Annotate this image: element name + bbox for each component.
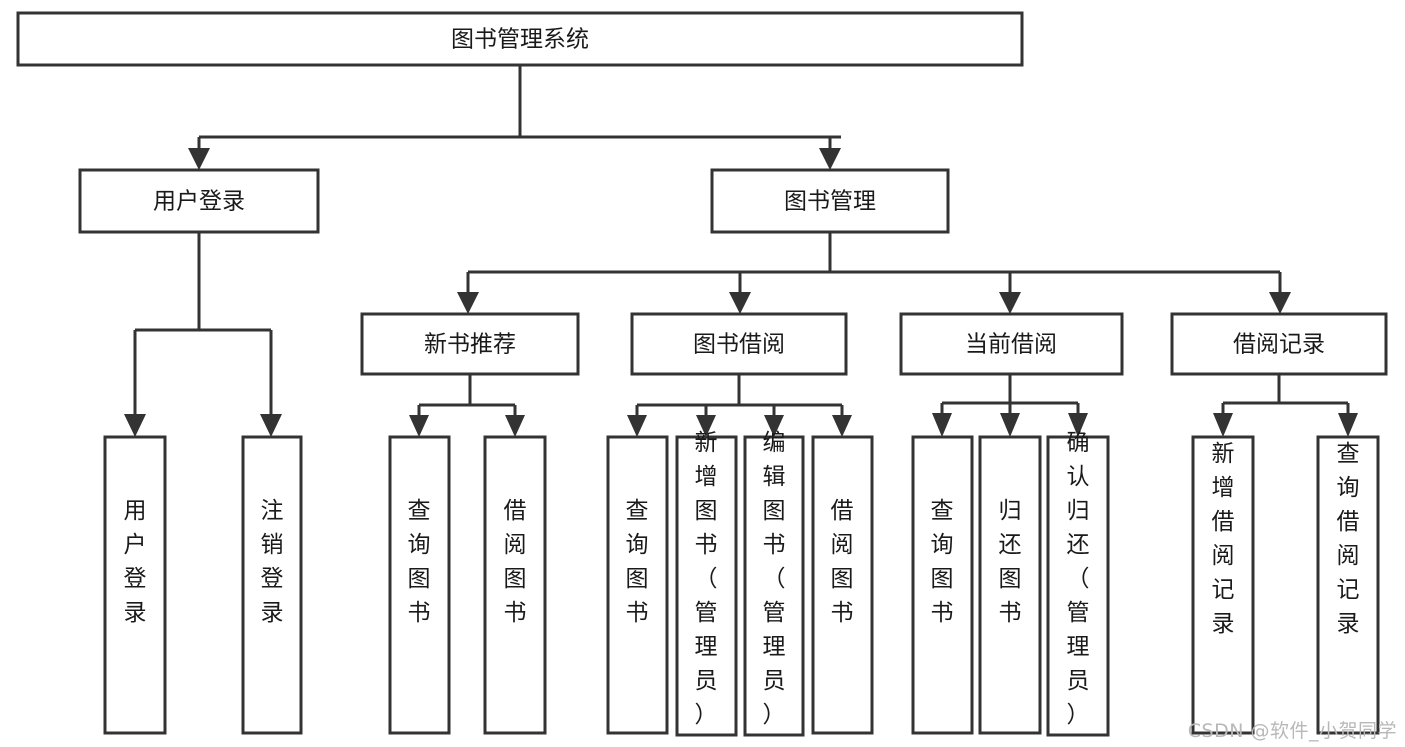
leaf-new-book-borrow-label: 借阅图书 (504, 498, 527, 626)
leaf-book-borrow-query-label: 查询图书 (626, 498, 649, 626)
node-borrow-record-box (1170, 312, 1388, 376)
leaf-current-borrow-return-label: 归还图书 (999, 498, 1022, 626)
arrow-to-leaf-user-login-2 (260, 414, 282, 437)
node-book-management-label: 图书管理 (784, 189, 876, 215)
leaf-current-borrow-confirm-label: 确认归还（管理员） (1067, 430, 1090, 728)
arrow-to-leaf-new-book-2 (505, 415, 525, 437)
leaf-current-borrow-return[interactable]: 归还图书 (978, 435, 1042, 735)
node-user-login-label: 用户登录 (153, 189, 245, 215)
arrow-to-current-borrow (999, 292, 1021, 314)
node-root-box (16, 11, 1024, 67)
leaf-current-borrow-query-box (911, 435, 974, 735)
leaf-book-borrow-query[interactable]: 查询图书 (606, 435, 669, 735)
arrow-to-leaf-borrow-record-2 (1338, 413, 1358, 437)
arrow-to-leaf-current-borrow-2 (1000, 413, 1020, 437)
node-user-login[interactable]: 用户登录 (78, 168, 320, 234)
leaf-user-login-logout-label: 注销登录 (261, 498, 284, 626)
leaf-borrow-record-query-label: 查询借阅记录 (1337, 441, 1360, 637)
arrowhead-group (124, 148, 1358, 437)
leaf-book-borrow-edit-label: 编辑图书（管理员） (763, 430, 786, 728)
node-borrow-record-label: 借阅记录 (1233, 332, 1325, 358)
node-root[interactable]: 图书管理系统 (16, 11, 1024, 67)
arrow-to-leaf-book-borrow-2 (696, 415, 716, 437)
leaf-book-borrow-query-box (606, 435, 669, 735)
node-book-borrow[interactable]: 图书借阅 (630, 312, 848, 376)
leaf-current-borrow-return-box (978, 435, 1042, 735)
leaf-new-book-query-label: 查询图书 (408, 498, 431, 626)
leaf-user-login-login[interactable]: 用户登录 (103, 435, 167, 735)
arrow-to-leaf-book-borrow-4 (832, 415, 852, 437)
leaf-borrow-record-add[interactable]: 新增借阅记录 (1191, 435, 1255, 735)
leaf-user-login-logout-box (241, 435, 303, 735)
node-user-login-box (78, 168, 320, 234)
leaf-book-borrow-edit-box (743, 435, 805, 737)
leaf-new-book-borrow-box (483, 435, 547, 735)
node-new-book-recommend[interactable]: 新书推荐 (360, 312, 580, 376)
leaf-user-login-login-label: 用户登录 (124, 498, 147, 626)
arrow-to-leaf-book-borrow-1 (627, 415, 647, 437)
arrow-to-book-borrow (729, 292, 751, 314)
arrow-to-borrow-record (1269, 292, 1291, 314)
arrow-to-user-login (188, 148, 210, 170)
node-new-book-recommend-box (360, 312, 580, 376)
leaf-book-borrow-add[interactable]: 新增图书（管理员） (675, 430, 738, 737)
node-current-borrow-label: 当前借阅 (965, 332, 1057, 358)
node-current-borrow-box (899, 312, 1124, 376)
node-book-management[interactable]: 图书管理 (710, 168, 950, 234)
leaf-current-borrow-confirm-box (1046, 435, 1110, 737)
node-book-management-box (710, 168, 950, 234)
leaf-book-borrow-borrow[interactable]: 借阅图书 (811, 435, 874, 735)
node-borrow-record[interactable]: 借阅记录 (1170, 312, 1388, 376)
leaf-book-borrow-borrow-label: 借阅图书 (831, 498, 854, 626)
leaf-borrow-record-query[interactable]: 查询借阅记录 (1316, 435, 1380, 735)
leaf-borrow-record-query-box (1316, 435, 1380, 735)
arrow-to-leaf-current-borrow-1 (932, 413, 952, 437)
node-root-label: 图书管理系统 (451, 27, 589, 53)
leaf-current-borrow-confirm[interactable]: 确认归还（管理员） (1046, 430, 1110, 737)
arrow-to-leaf-book-borrow-3 (764, 415, 784, 437)
arrow-to-leaf-user-login-1 (124, 414, 146, 437)
leaf-new-book-query[interactable]: 查询图书 (388, 435, 451, 735)
leaf-user-login-logout[interactable]: 注销登录 (241, 435, 303, 735)
arrow-to-book-mgmt (819, 148, 841, 170)
leaf-book-borrow-add-label: 新增图书（管理员） (695, 430, 718, 728)
leaf-borrow-record-add-box (1191, 435, 1255, 735)
leaf-current-borrow-query[interactable]: 查询图书 (911, 435, 974, 735)
leaf-book-borrow-edit[interactable]: 编辑图书（管理员） (743, 430, 805, 737)
arrow-to-leaf-borrow-record-1 (1213, 413, 1233, 437)
node-book-borrow-box (630, 312, 848, 376)
node-new-book-recommend-label: 新书推荐 (424, 332, 516, 358)
leaf-user-login-login-box (103, 435, 167, 735)
arrow-to-leaf-new-book-1 (409, 415, 429, 437)
arrow-to-leaf-current-borrow-3 (1068, 413, 1088, 437)
node-book-borrow-label: 图书借阅 (693, 332, 785, 358)
arrow-to-new-book (457, 292, 479, 314)
leaf-book-borrow-add-box (675, 435, 738, 737)
node-current-borrow[interactable]: 当前借阅 (899, 312, 1124, 376)
leaf-borrow-record-add-label: 新增借阅记录 (1212, 441, 1235, 637)
leaf-current-borrow-query-label: 查询图书 (931, 498, 954, 626)
leaf-new-book-query-box (388, 435, 451, 735)
leaf-new-book-borrow[interactable]: 借阅图书 (483, 435, 547, 735)
leaf-book-borrow-borrow-box (811, 435, 874, 735)
